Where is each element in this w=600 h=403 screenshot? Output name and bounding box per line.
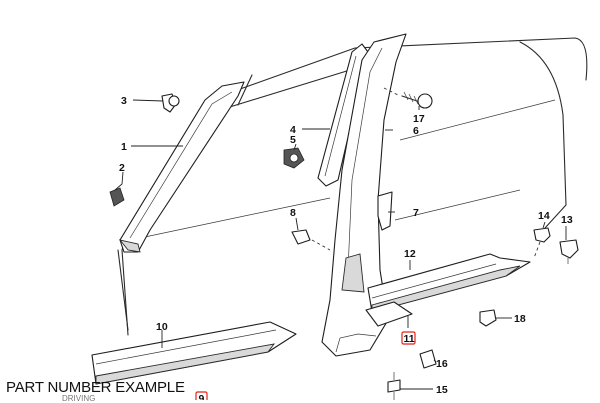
callout-numbers: 3 1 2 4 5 6 17 7 8 12 10 14 13 18 16 15 … xyxy=(119,95,573,400)
b-pillar-trim xyxy=(321,33,407,357)
rear-sill-strip xyxy=(367,253,531,313)
callout-10: 10 xyxy=(156,321,168,333)
callout-6: 6 xyxy=(413,125,419,137)
trim-clip-3 xyxy=(161,93,180,113)
leader-lines xyxy=(114,99,567,390)
callout-9-highlight-box xyxy=(195,391,208,400)
callout-13: 13 xyxy=(561,214,573,226)
push-clip-18 xyxy=(479,309,497,327)
lower-sill-piece xyxy=(365,301,413,327)
push-clip-13 xyxy=(559,239,579,264)
clip-16 xyxy=(419,349,437,369)
screw-17 xyxy=(383,87,433,109)
callout-16: 16 xyxy=(436,358,448,370)
front-sill-strip xyxy=(91,321,297,385)
callout-2: 2 xyxy=(119,162,125,174)
trim-clip-2 xyxy=(109,187,125,207)
push-clip-14 xyxy=(533,227,551,259)
callout-14: 14 xyxy=(538,210,550,222)
callout-11: 11 xyxy=(404,333,415,345)
callout-11-highlight-box xyxy=(401,331,416,345)
callout-15: 15 xyxy=(436,384,448,396)
part-number-example-caption: PART NUMBER EXAMPLE xyxy=(6,379,185,396)
callout-9: 9 xyxy=(199,393,205,400)
fastener-5 xyxy=(283,147,305,169)
trim-clip-8 xyxy=(291,229,331,251)
trim-clip-7 xyxy=(377,191,393,231)
screw-15 xyxy=(387,372,401,400)
a-pillar-trim xyxy=(118,81,245,253)
callout-5: 5 xyxy=(290,134,296,146)
callout-12: 12 xyxy=(404,248,416,260)
caption-partial-text: DRIVING xyxy=(62,394,96,403)
callout-1: 1 xyxy=(121,141,127,153)
callout-17: 17 xyxy=(413,113,425,125)
callout-3: 3 xyxy=(121,95,127,107)
callout-18: 18 xyxy=(514,313,526,325)
callout-7: 7 xyxy=(413,207,419,219)
callout-8: 8 xyxy=(290,207,296,219)
callout-4: 4 xyxy=(290,124,296,136)
